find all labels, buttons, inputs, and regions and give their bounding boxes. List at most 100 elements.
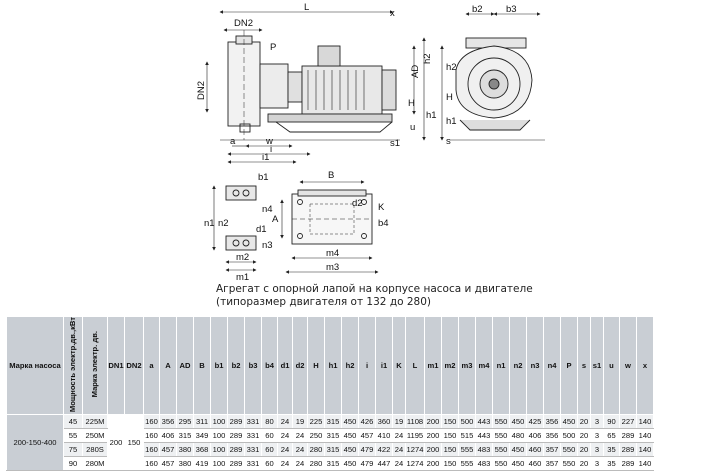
dim-x: x [390, 8, 395, 19]
dim-i1: i1 [262, 152, 269, 163]
value-cell: 410 [375, 428, 393, 444]
value-cell: 35 [603, 456, 620, 471]
value-cell: 100 [210, 414, 228, 430]
col-header: b3 [244, 315, 262, 416]
value-cell: 315 [324, 428, 342, 444]
caption-line-1: Агрегат с опорной лапой на корпусе насос… [216, 283, 533, 295]
value-cell: 422 [375, 442, 393, 458]
dim-s1: s1 [390, 138, 400, 149]
value-cell: 356 [159, 414, 177, 430]
col-header: s1 [590, 315, 604, 416]
value-cell: 1274 [405, 442, 425, 458]
value-cell: 24 [392, 442, 406, 458]
value-cell: 426 [358, 414, 376, 430]
value-cell: 380 [176, 442, 194, 458]
col-header: d1 [277, 315, 293, 416]
value-cell: 289 [619, 428, 637, 444]
dim-h1: h1 [426, 110, 437, 121]
value-cell: 356 [543, 414, 561, 430]
value-cell: 550 [560, 442, 578, 458]
col-header: n1 [492, 315, 510, 416]
value-cell: 500 [560, 428, 578, 444]
dim-m4: m4 [326, 248, 339, 259]
col-header: i1 [375, 315, 393, 416]
value-cell: 419 [193, 456, 211, 471]
front-view [220, 30, 400, 141]
dim-u: u [410, 122, 415, 133]
dim-H: H [408, 98, 415, 109]
col-header: K [392, 315, 406, 416]
value-cell: 200 [424, 414, 442, 430]
value-cell: 555 [458, 442, 476, 458]
dim-n1: n1 [204, 218, 215, 229]
col-header: AD [176, 315, 194, 416]
dim-i: i [270, 144, 272, 155]
value-cell: 295 [176, 414, 194, 430]
dim-side-h2: h2 [446, 62, 457, 73]
col-header: h2 [341, 315, 359, 416]
value-cell: 357 [543, 442, 561, 458]
col-header: b4 [261, 315, 278, 416]
power-cell: 45 [63, 414, 83, 430]
value-cell: 368 [193, 442, 211, 458]
dim-m3: m3 [326, 262, 339, 273]
value-cell: 100 [210, 456, 228, 471]
value-cell: 3 [590, 456, 604, 471]
col-header: A [159, 315, 177, 416]
value-cell: 20 [577, 428, 591, 444]
dn2-cell: 150 [124, 414, 144, 471]
power-cell: 75 [63, 442, 83, 458]
value-cell: 250 [307, 428, 325, 444]
col-header: m3 [458, 315, 476, 416]
value-cell: 450 [341, 442, 359, 458]
dim-side-h1: h1 [446, 116, 457, 127]
value-cell: 150 [441, 428, 459, 444]
dim-b1: b1 [258, 172, 269, 183]
dim-m2: m2 [236, 252, 249, 263]
value-cell: 331 [244, 428, 262, 444]
dim-L: L [304, 2, 309, 13]
value-cell: 160 [143, 456, 160, 471]
value-cell: 331 [244, 414, 262, 430]
value-cell: 60 [261, 456, 278, 471]
value-cell: 24 [292, 442, 308, 458]
value-cell: 150 [441, 442, 459, 458]
value-cell: 450 [341, 456, 359, 471]
value-cell: 1274 [405, 456, 425, 471]
value-cell: 450 [509, 442, 527, 458]
value-cell: 315 [176, 428, 194, 444]
value-cell: 457 [358, 428, 376, 444]
value-cell: 356 [543, 428, 561, 444]
dim-AD: AD [410, 65, 421, 78]
value-cell: 479 [358, 442, 376, 458]
value-cell: 19 [392, 414, 406, 430]
power-cell: 90 [63, 456, 83, 471]
dim-w: w [265, 136, 273, 147]
value-cell: 515 [458, 428, 476, 444]
dim-dn2-top: DN2 [234, 18, 253, 29]
value-cell: 24 [292, 456, 308, 471]
value-cell: 480 [509, 428, 527, 444]
dim-K: K [378, 202, 385, 213]
value-cell: 227 [619, 414, 637, 430]
value-cell: 460 [526, 456, 544, 471]
value-cell: 550 [560, 456, 578, 471]
value-cell: 200 [424, 442, 442, 458]
dn1-cell: 200 [107, 414, 125, 471]
dim-n2: n2 [218, 218, 229, 229]
col-header: n2 [509, 315, 527, 416]
value-cell: 100 [210, 442, 228, 458]
value-cell: 331 [244, 442, 262, 458]
col-header: Мощность электр.дв.,кВт [63, 315, 83, 416]
value-cell: 450 [509, 456, 527, 471]
value-cell: 500 [458, 414, 476, 430]
value-cell: 24 [292, 428, 308, 444]
model-cell: 200-150-400 [6, 414, 64, 471]
value-cell: 447 [375, 456, 393, 471]
motor-cell: 280M [82, 456, 108, 471]
col-header: i [358, 315, 376, 416]
value-cell: 289 [227, 414, 245, 430]
